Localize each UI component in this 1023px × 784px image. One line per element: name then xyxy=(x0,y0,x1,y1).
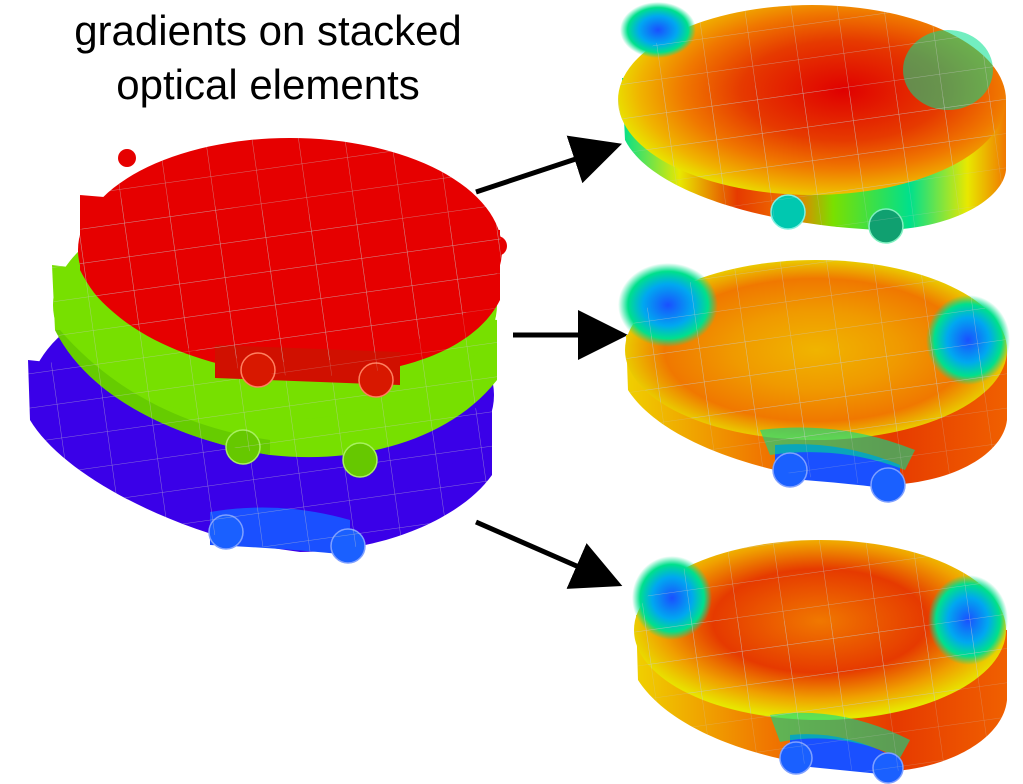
top-element-red xyxy=(78,138,507,398)
result-plate-middle xyxy=(618,260,1010,503)
arrow-to-result-3 xyxy=(474,519,623,589)
arrows xyxy=(474,135,628,589)
result-plate-bottom xyxy=(632,540,1008,784)
caption: gradients on stacked optical elements xyxy=(18,4,518,112)
arrow-to-result-1 xyxy=(475,135,622,195)
stacked-optical-elements xyxy=(28,138,507,564)
caption-line-1: gradients on stacked xyxy=(74,7,462,54)
result-plate-top xyxy=(618,2,1006,244)
caption-line-2: optical elements xyxy=(116,61,420,108)
